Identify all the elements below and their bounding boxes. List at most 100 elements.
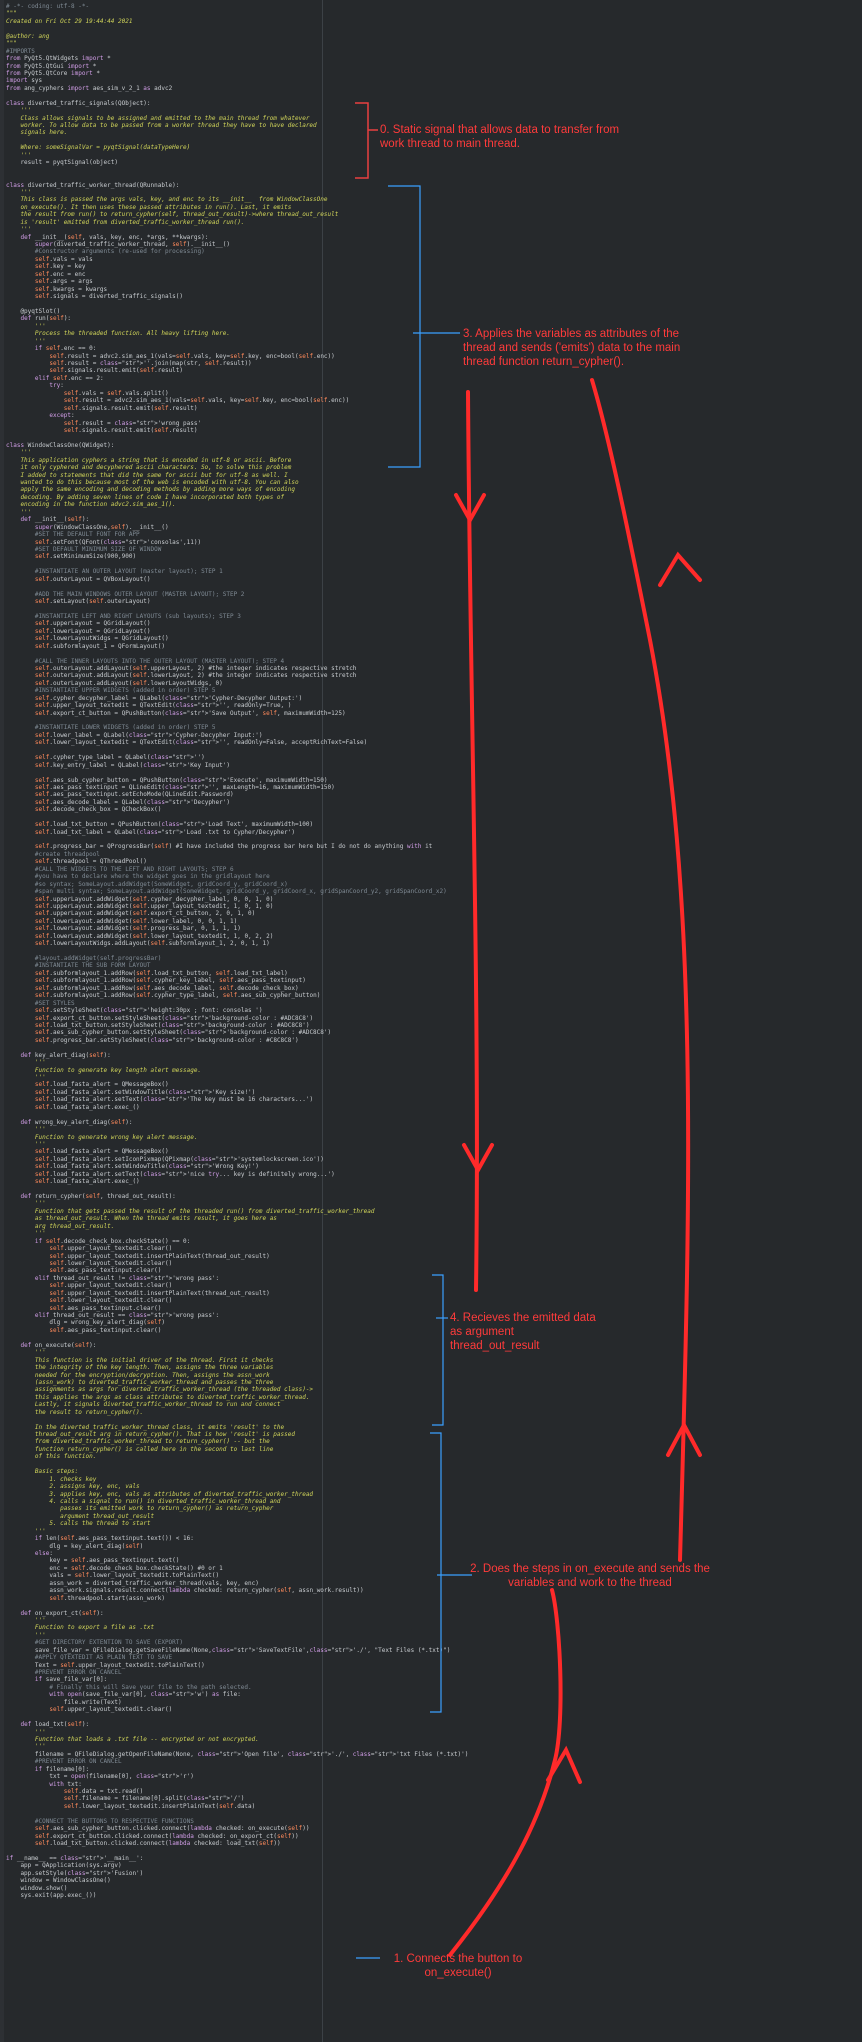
code-line[interactable]: #INSTANTIATE THE SUB FORM LAYOUT bbox=[6, 962, 151, 970]
code-line[interactable]: from PyQt5.QtCore import * bbox=[6, 69, 100, 77]
code-line[interactable]: self.vals = self.vals.split() bbox=[63, 389, 169, 397]
code-line[interactable]: #SET DEFAULT MINIMUM SIZE OF WINDOW bbox=[6, 545, 162, 553]
code-line[interactable]: self.outerLayout.addLayout(self.upperLay… bbox=[34, 664, 357, 672]
code-line[interactable]: from ang_cyphers import aes_sim_v_2_1 as… bbox=[6, 84, 173, 92]
code-line[interactable]: self.signals.result.emit(self.result) bbox=[63, 426, 198, 434]
code-line[interactable]: if len(self.aes_pass_textinput.text()) <… bbox=[34, 1535, 194, 1543]
code-line[interactable]: window = WindowClassOne() bbox=[6, 1877, 111, 1885]
code-line[interactable]: self.upperLayout.addWidget(self.cypher_d… bbox=[34, 895, 274, 903]
code-line[interactable]: def __init__(self): bbox=[20, 516, 90, 524]
code-line[interactable]: #INSTANTIATE UPPER WIDGETS (added in ord… bbox=[6, 687, 216, 695]
code-line[interactable]: ''' bbox=[6, 1743, 46, 1751]
code-line[interactable]: if self.enc == 0: bbox=[34, 345, 97, 353]
code-line[interactable]: wanted to do this because most of the we… bbox=[6, 479, 299, 486]
code-line[interactable]: passes its emitted work to return_cypher… bbox=[6, 1505, 274, 1513]
code-line[interactable]: #APPLY QTEXTEDIT AS PLAIN TEXT TO SAVE bbox=[6, 1654, 173, 1662]
code-line[interactable]: thread_out_result arg in return_cypher()… bbox=[6, 1431, 295, 1438]
code-line[interactable]: self.result = class="str">'wrong pass' bbox=[63, 419, 202, 427]
code-line[interactable]: needed for the encryption/decryption. Th… bbox=[6, 1371, 270, 1379]
code-line[interactable]: else: bbox=[34, 1550, 53, 1557]
code-line[interactable]: the integrity of the key length. Then, a… bbox=[6, 1364, 274, 1372]
code-line[interactable]: arg thread_out_result. bbox=[6, 1222, 115, 1230]
code-line[interactable]: self.key = key bbox=[34, 263, 86, 271]
code-line[interactable]: self.setFont(QFont(class="str">'consolas… bbox=[34, 538, 202, 546]
code-line[interactable]: decoding. By adding seven lines of code … bbox=[6, 493, 285, 501]
code-line[interactable]: #IMPORTS bbox=[6, 47, 35, 55]
code-line[interactable]: self.progress_bar = QProgressBar(self) #… bbox=[34, 843, 433, 851]
code-line[interactable]: 3. applies key, enc, vals as attributes … bbox=[6, 1490, 314, 1498]
code-line[interactable]: #span multi syntax; SomeLayout.addWidget… bbox=[6, 888, 447, 896]
code-line[interactable]: import sys bbox=[6, 77, 43, 85]
code-line[interactable]: #Constructor arguments (re-used for proc… bbox=[6, 248, 205, 256]
code-line[interactable]: self.decode_check_box = QCheckBox() bbox=[34, 806, 162, 814]
code-line[interactable]: self.subformlayout_1.addRow(self.aes_dec… bbox=[34, 984, 299, 992]
code-line[interactable]: Lastly, it signals diverted_traffic_work… bbox=[6, 1401, 281, 1409]
code-line[interactable]: def on_export_ct(self): bbox=[20, 1609, 104, 1617]
code-line[interactable]: self.subformlayout_1.addRow(self.cypher_… bbox=[34, 977, 306, 985]
code-line[interactable]: ''' bbox=[6, 1631, 46, 1639]
code-line[interactable]: app = QApplication(sys.argv) bbox=[6, 1862, 122, 1870]
code-line[interactable]: self.setMinimumSize(900,900) bbox=[34, 553, 137, 561]
code-line[interactable]: ''' bbox=[6, 1728, 46, 1736]
code-line[interactable]: ''' bbox=[6, 226, 32, 234]
code-line[interactable]: self.upperLayout.addWidget(self.export_c… bbox=[34, 910, 256, 918]
code-line[interactable]: filename = QFileDialog.getOpenFileName(N… bbox=[6, 1750, 469, 1758]
code-line[interactable]: self.signals = diverted_traffic_signals(… bbox=[34, 293, 184, 301]
code-line[interactable]: # Finally this will Save your file to th… bbox=[6, 1683, 252, 1691]
code-line[interactable]: Process the threaded function. All heavy… bbox=[6, 330, 230, 338]
code-line[interactable]: assn_work = diverted_traffic_worker_thre… bbox=[6, 1579, 259, 1587]
code-line[interactable]: dlg = key_alert_diag(self) bbox=[6, 1542, 144, 1550]
code-line[interactable]: self.cypher_type_label = QLabel(class="s… bbox=[34, 754, 205, 762]
code-line[interactable]: This function is the initial driver of t… bbox=[6, 1356, 274, 1364]
code-line[interactable]: Function to generate wrong key alert mes… bbox=[6, 1133, 198, 1141]
code-line[interactable]: save_file_var = QFileDialog.getSaveFileN… bbox=[6, 1646, 451, 1654]
code-line[interactable]: self.outerLayout.addLayout(self.lowerLay… bbox=[34, 679, 223, 687]
code-line[interactable]: #CALL THE WIDGETS TO THE LEFT AND RIGHT … bbox=[6, 865, 234, 873]
code-line[interactable]: window.show() bbox=[6, 1884, 68, 1892]
code-line[interactable]: self.upper_layout_textedit.insertPlainTe… bbox=[49, 1252, 270, 1260]
code-line[interactable]: apply the same encoding and decoding met… bbox=[6, 486, 295, 494]
code-line[interactable]: #GET DIRECTORY EXTENTION TO SAVE (EXPORT… bbox=[6, 1639, 184, 1647]
code-line[interactable]: Function to generate key length alert me… bbox=[6, 1066, 202, 1074]
code-line[interactable]: self.load_fasta_alert.setIconPixmap(QPix… bbox=[34, 1155, 324, 1163]
code-line[interactable]: This application cyphers a string that i… bbox=[6, 456, 292, 464]
code-line[interactable]: self.setStyleSheet(class="str">'height:3… bbox=[34, 1007, 263, 1015]
code-line[interactable]: ''' bbox=[6, 1074, 46, 1081]
code-line[interactable]: 1. checks key bbox=[6, 1475, 97, 1483]
code-line[interactable]: self.aes_sub_cypher_button = QPushButton… bbox=[34, 776, 328, 784]
code-line[interactable]: dlg = wrong_key_alert_diag(self) bbox=[6, 1319, 165, 1327]
code-line[interactable]: elif self.enc == 2: bbox=[34, 374, 104, 382]
code-line[interactable]: class diverted_traffic_signals(QObject): bbox=[6, 99, 151, 107]
code-line[interactable]: def key_alert_diag(self): bbox=[20, 1051, 111, 1059]
code-line[interactable]: (assn_work) to diverted_traffic_worker_t… bbox=[6, 1378, 274, 1386]
code-line[interactable]: def __init__(self, vals, key, enc, *args… bbox=[20, 233, 209, 241]
code-line[interactable]: function return_cypher() is called here … bbox=[6, 1445, 274, 1453]
code-line[interactable]: self.setLayout(self.outerLayout) bbox=[34, 598, 151, 605]
code-line[interactable]: self.lower_layout_textedit.clear() bbox=[49, 1297, 173, 1305]
code-line[interactable]: ''' bbox=[6, 1059, 46, 1067]
code-line[interactable]: self.threadpool = QThreadPool() bbox=[34, 858, 147, 866]
code-line[interactable]: Created on Fri Oct 29 19:44:44 2021 bbox=[6, 17, 133, 25]
code-line[interactable]: assignments as args for diverted_traffic… bbox=[6, 1386, 314, 1394]
code-line[interactable]: self.vals = vals bbox=[34, 255, 93, 263]
code-line[interactable]: #you have to declare where the widget go… bbox=[6, 873, 270, 881]
code-line[interactable]: encoding in the function advc2.sim_aes_1… bbox=[6, 501, 176, 509]
code-line[interactable]: if __name__ == class="str">'__main__': bbox=[6, 1854, 144, 1862]
code-line[interactable]: Function that gets passed the result of … bbox=[6, 1207, 375, 1215]
code-line[interactable]: self.threadpool.start(assn_work) bbox=[49, 1594, 165, 1602]
code-line[interactable]: #so syntax; SomeLayout.addWidget(SomeWid… bbox=[6, 880, 288, 888]
code-line[interactable]: it only cyphered and decyphered ascii ch… bbox=[6, 464, 292, 472]
code-line[interactable]: #layout.addWidget(self.progressBar) bbox=[6, 955, 162, 962]
code-line[interactable]: assn_work.signals.result.connect(lambda … bbox=[6, 1587, 364, 1595]
code-line[interactable]: self.lowerLayout = QGridLayout() bbox=[34, 627, 151, 635]
code-line[interactable]: self.export_ct_button = QPushButton(clas… bbox=[34, 709, 346, 717]
code-line[interactable]: @pyqtSlot() bbox=[6, 307, 61, 315]
code-line[interactable]: from PyQt5.QtGui import * bbox=[6, 62, 97, 70]
code-line[interactable]: of this function. bbox=[6, 1453, 97, 1461]
code-line[interactable]: ''' bbox=[6, 508, 32, 516]
code-line[interactable]: except: bbox=[49, 412, 75, 420]
code-line[interactable]: self.load_fasta_alert.setWindowTitle(cla… bbox=[34, 1163, 259, 1171]
code-line[interactable]: self.subformlayout_1 = QFormLayout() bbox=[34, 642, 165, 650]
code-area[interactable]: # -*- coding: utf-8 -*-"""Created on Fri… bbox=[6, 3, 468, 1900]
code-line[interactable]: #PREVENT ERROR ON CANCEL bbox=[6, 1669, 122, 1676]
